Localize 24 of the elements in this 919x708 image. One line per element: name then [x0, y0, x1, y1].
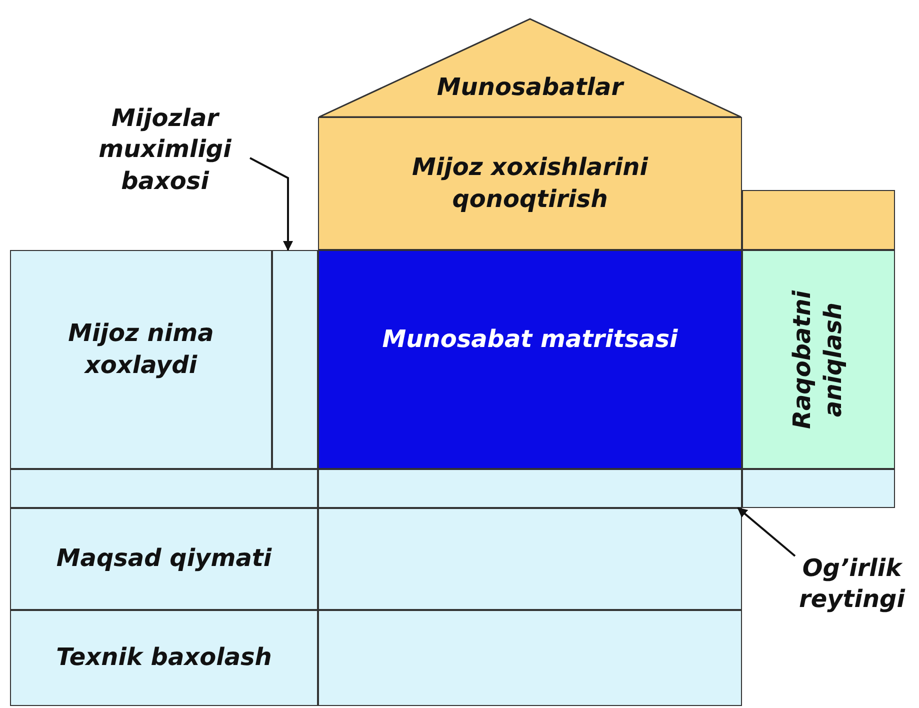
- vertical-label: Raqobatni aniqlash: [787, 289, 848, 431]
- blank-cell: [318, 508, 742, 610]
- customer-needs-box: [10, 250, 272, 469]
- arrow: [737, 507, 796, 557]
- box-label: Munosabat matritsasi: [381, 324, 679, 355]
- blank-cell: [318, 610, 742, 706]
- roof-label: Munosabatlar: [436, 72, 626, 103]
- competition-box: [742, 250, 895, 469]
- box-label: Maqsad qiymati: [55, 543, 273, 574]
- technical-assessment-box: [10, 610, 318, 706]
- arrow: [250, 157, 293, 251]
- blank-cell: [10, 469, 318, 508]
- customer-satisfaction-box: [318, 117, 742, 250]
- annotation-text: Og’irlik reytingi: [798, 552, 906, 615]
- box-label: Mijoz xoxishlarini qonoqtirish: [411, 152, 650, 214]
- blank-box: [742, 190, 895, 250]
- box-label: Mijoz nima xoxlaydi: [67, 318, 215, 380]
- annotation-text: Mijozlar muximligi baxosi: [98, 103, 232, 197]
- blank-cell: [742, 469, 895, 508]
- relationship-matrix-box: [318, 250, 742, 469]
- box-label: Texnik baxolash: [55, 642, 273, 674]
- target-value-box: [10, 508, 318, 610]
- importance-column: [272, 250, 318, 469]
- weight-rating-row: [318, 469, 742, 508]
